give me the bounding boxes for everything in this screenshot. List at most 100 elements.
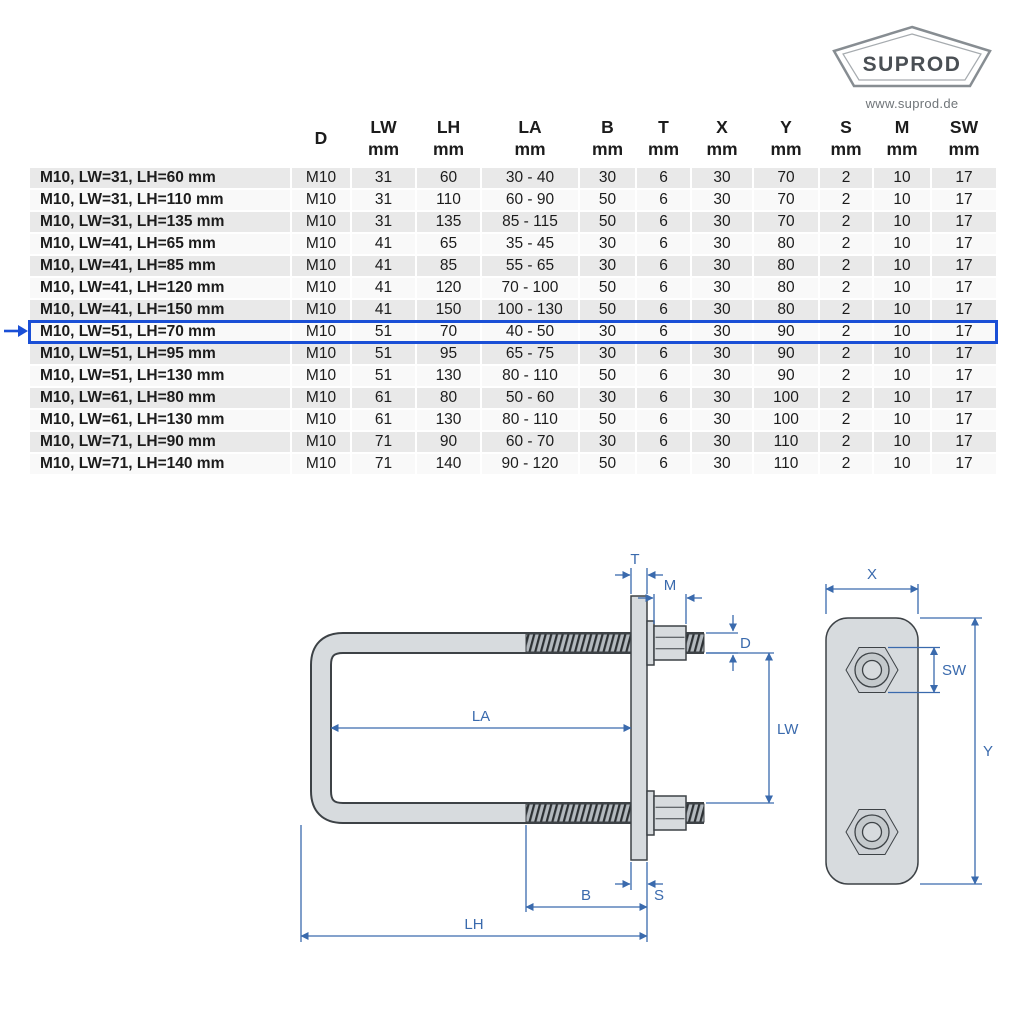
row-name: M10, LW=71, LH=140 mm [28,451,292,476]
cell-value: 17 [930,297,998,322]
cell-value: 70 [752,209,820,234]
cell-value: 30 [578,429,637,454]
dim-X: X [825,566,919,614]
cell-value: 30 [578,319,637,344]
row-name: M10, LW=61, LH=130 mm [28,407,292,432]
cell-value: 6 [635,429,692,454]
cell-value: M10 [290,275,352,300]
cell-value: 71 [350,451,417,476]
cell-value: 80 [752,231,820,256]
cell-value: 50 [578,297,637,322]
cell-value: 70 [415,319,482,344]
cell-value: 50 [578,209,637,234]
cell-value: M10 [290,429,352,454]
cell-value: 140 [415,451,482,476]
cell-value: 10 [872,319,932,344]
cell-value: 60 - 70 [480,429,580,454]
cell-value: 17 [930,165,998,190]
row-name: M10, LW=61, LH=80 mm [28,385,292,410]
cell-value: 41 [350,297,417,322]
cell-value: 130 [415,407,482,432]
cell-value: 17 [930,209,998,234]
cell-value: 2 [818,297,874,322]
nut-bottom [653,795,687,831]
dim-B: B [525,825,648,912]
cell-value: M10 [290,319,352,344]
cell-value: 90 [752,341,820,366]
cell-value: 135 [415,209,482,234]
cell-value: 50 - 60 [480,385,580,410]
plate-hole-bottom [845,809,899,855]
cell-value: 30 [578,231,637,256]
dim-LW: LW [706,652,799,804]
cell-value: 61 [350,407,417,432]
cell-value: M10 [290,253,352,278]
cell-value: 30 [690,253,754,278]
cell-value: M10 [290,341,352,366]
cell-value: M10 [290,407,352,432]
logo-url: www.suprod.de [865,96,959,111]
cell-value: 80 [752,253,820,278]
cell-value: 17 [930,451,998,476]
cell-value: 71 [350,429,417,454]
cell-value: 6 [635,209,692,234]
cell-value: 31 [350,165,417,190]
cell-value: 50 [578,275,637,300]
cell-value: 90 [415,429,482,454]
cell-value: 31 [350,187,417,212]
cell-value: 6 [635,187,692,212]
u-bolt-front-view [310,595,705,861]
column-header [28,112,292,168]
cell-value: 6 [635,363,692,388]
cell-value: 51 [350,363,417,388]
cell-value: 10 [872,187,932,212]
cell-value: 2 [818,275,874,300]
cell-value: 40 - 50 [480,319,580,344]
cell-value: M10 [290,363,352,388]
cell-value: 65 [415,231,482,256]
nut-top [653,625,687,661]
cell-value: 35 - 45 [480,231,580,256]
cell-value: 6 [635,319,692,344]
dim-label-T: T [630,551,639,568]
dim-label-B: B [581,887,591,904]
u-bolt-rod [312,634,704,822]
row-name: M10, LW=31, LH=110 mm [28,187,292,212]
dim-Y: Y [920,617,993,885]
cell-value: 90 [752,363,820,388]
cell-value: M10 [290,385,352,410]
cell-value: 150 [415,297,482,322]
cell-value: 17 [930,429,998,454]
cell-value: 17 [930,363,998,388]
plate-front [630,595,648,861]
cell-value: 10 [872,209,932,234]
row-name: M10, LW=71, LH=90 mm [28,429,292,454]
column-header: D [290,112,352,168]
cell-value: 70 - 100 [480,275,580,300]
suprod-logo-shape: SUPROD [832,25,992,88]
dim-label-LW: LW [777,721,799,738]
dim-M: M [638,577,702,624]
cell-value: 10 [872,297,932,322]
cell-value: 30 [690,187,754,212]
logo-text: SUPROD [863,53,962,76]
row-name: M10, LW=41, LH=120 mm [28,275,292,300]
cell-value: 10 [872,341,932,366]
cell-value: 6 [635,231,692,256]
cell-value: 10 [872,385,932,410]
cell-value: 17 [930,275,998,300]
cell-value: 110 [752,451,820,476]
